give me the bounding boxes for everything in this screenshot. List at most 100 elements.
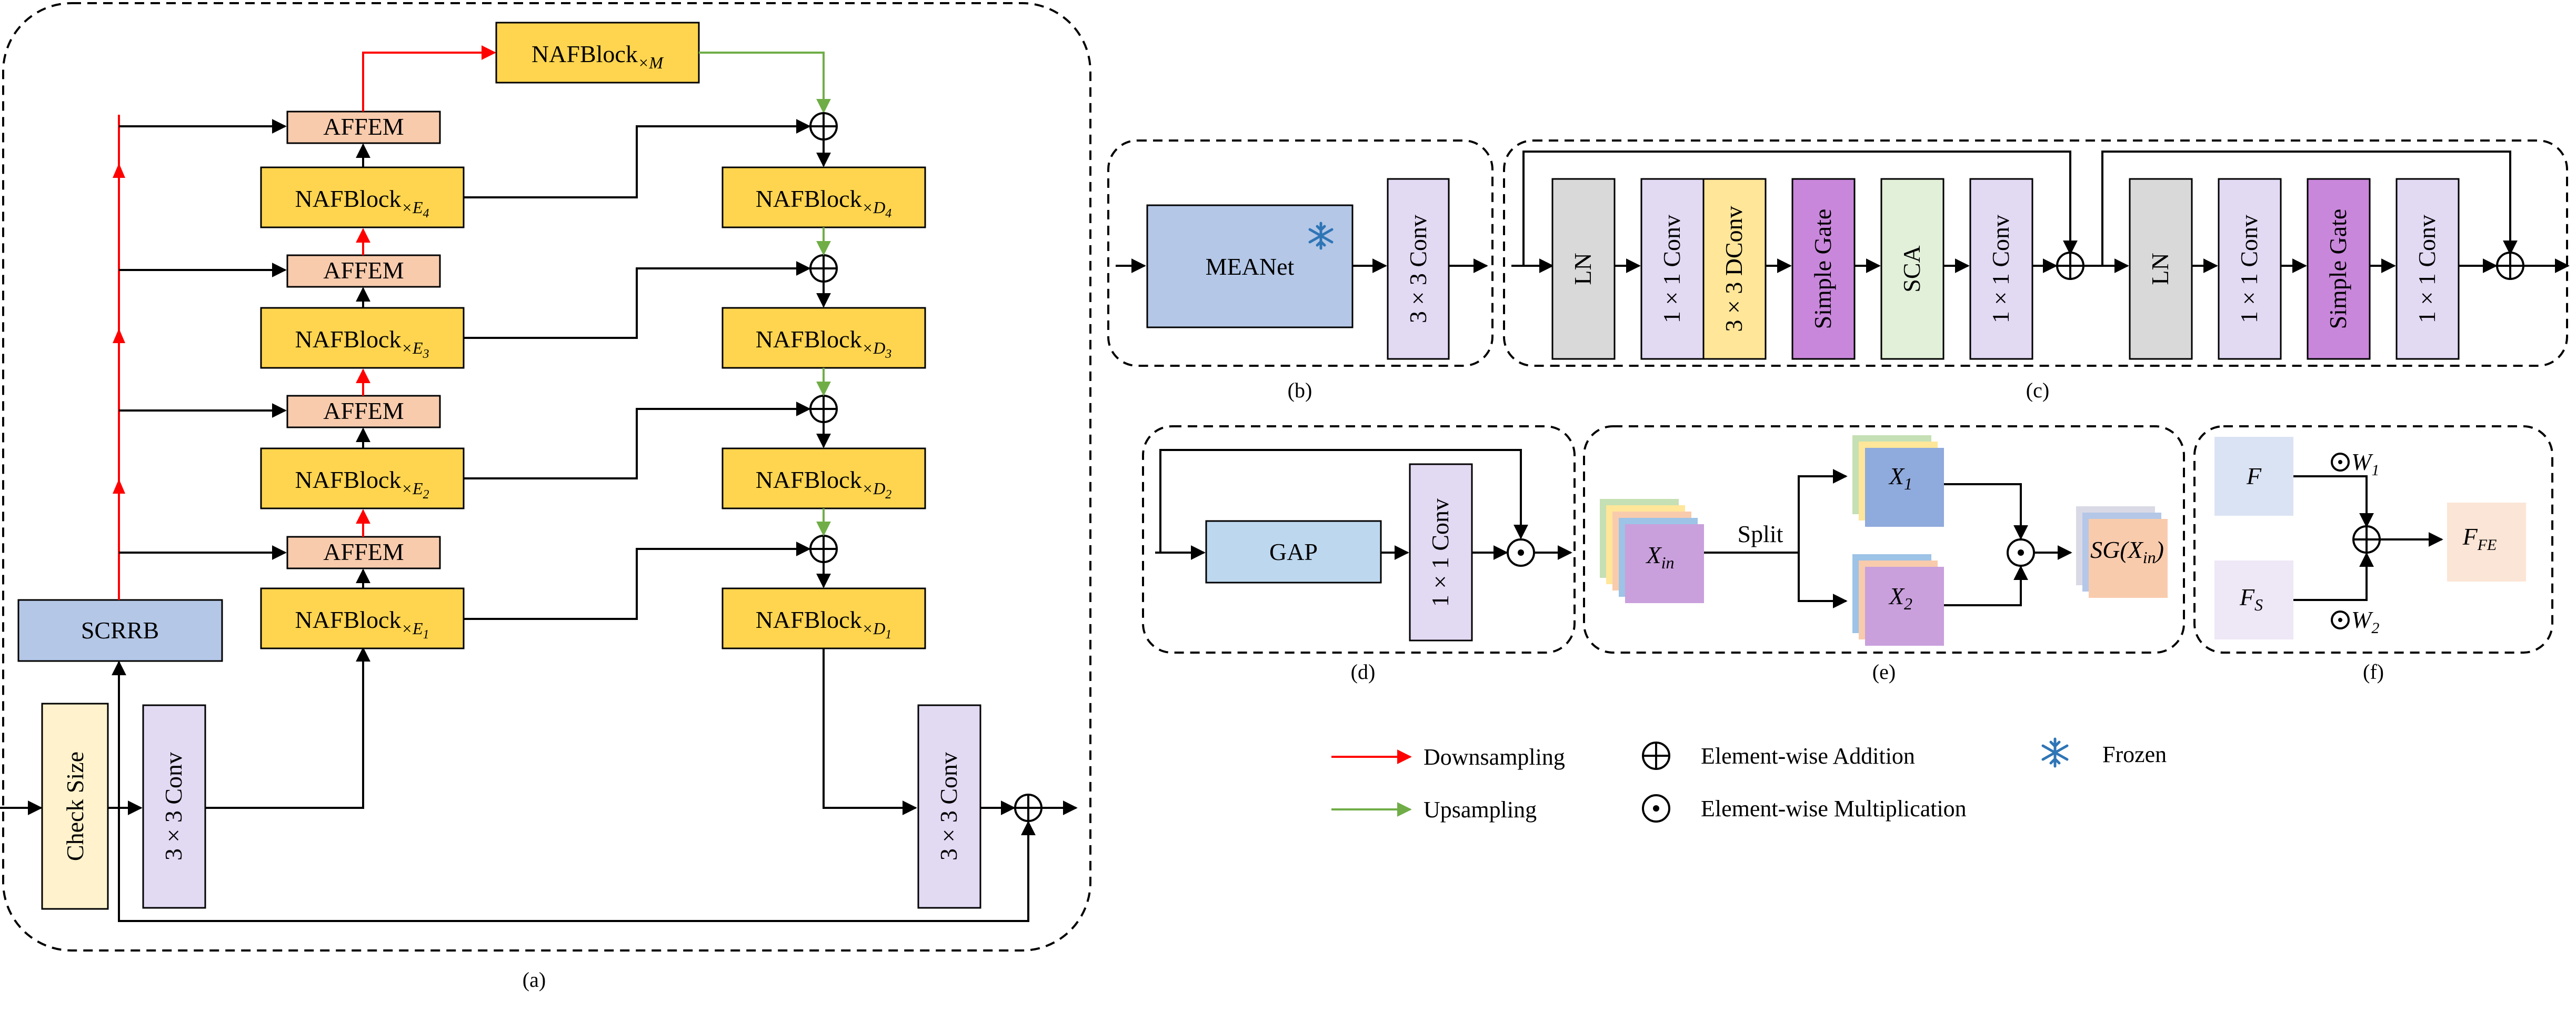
check-size-block xyxy=(41,703,109,910)
add-node-3 xyxy=(809,254,838,283)
c-conv1-2 xyxy=(1969,178,2033,360)
svg-text:NAFBlock×E4: NAFBlock×E4 xyxy=(295,185,429,221)
decoder-block-3: NAFBlock×D3 xyxy=(721,307,926,369)
down-arrow-2 xyxy=(113,328,125,343)
svg-text:NAFBlock×E3: NAFBlock×E3 xyxy=(295,326,429,361)
decoder-block-4: NAFBlock×D4 xyxy=(721,166,926,228)
f-fs-label: FS xyxy=(2239,584,2263,614)
svg-text:AFFEM: AFFEM xyxy=(323,397,404,424)
c-ln-1-label: LN xyxy=(1569,253,1596,285)
panel-a-border xyxy=(2,2,1091,952)
svg-text:NAFBlock×D2: NAFBlock×D2 xyxy=(756,466,892,502)
svg-text:NAFBlock×D3: NAFBlock×D3 xyxy=(756,326,892,361)
svg-text:NAFBlock×D4: NAFBlock×D4 xyxy=(756,185,892,221)
e-split-down xyxy=(1798,553,1848,608)
add-node-1 xyxy=(809,535,838,563)
d-mult-node xyxy=(1507,538,1535,567)
legend-add-label: Element-wise Addition xyxy=(1701,743,1915,769)
conv-in-block xyxy=(142,704,206,909)
e-sg-label: SG(Xin) xyxy=(2090,536,2164,567)
conv-out-label: 3 × 3 Conv xyxy=(935,752,962,860)
f-w2-mult-icon xyxy=(2331,610,2350,629)
f-w1-label: W1 xyxy=(2351,448,2379,479)
caption-c: (c) xyxy=(2026,378,2049,402)
c-ln-1 xyxy=(1551,178,1616,360)
f-w1-mult-icon xyxy=(2331,453,2350,472)
legend-add-icon xyxy=(1642,742,1670,770)
panel-d: GAP 1 × 1 Conv (d) xyxy=(1142,425,1576,684)
skip-enc3 xyxy=(464,261,811,339)
c-conv1-3-label: 1 × 1 Conv xyxy=(2236,215,2262,323)
skip-enc1 xyxy=(464,542,811,620)
e-x2-stack xyxy=(1852,554,1944,646)
affem-block-2: AFFEM xyxy=(286,395,441,428)
caption-a: (a) xyxy=(523,968,546,992)
panel-b: MEANet 3 × 3 Conv (b) xyxy=(1107,139,1494,402)
conv-in-label: 3 × 3 Conv xyxy=(160,752,187,860)
panel-c: LN 1 × 1 Conv 3 × 3 DConv Simple Gate SC… xyxy=(1503,139,2570,402)
legend: Downsampling Upsampling Element-wise Add… xyxy=(1331,737,2167,823)
affem4-down xyxy=(362,45,496,112)
d-gap-label: GAP xyxy=(1269,538,1318,565)
affem-block-4: AFFEM xyxy=(286,111,441,144)
svg-text:AFFEM: AFFEM xyxy=(323,113,404,140)
c-conv1-2-label: 1 × 1 Conv xyxy=(1987,215,2014,323)
affem-block-3: AFFEM xyxy=(286,254,441,288)
e-sg-stack xyxy=(2076,506,2168,598)
down-arrow-1 xyxy=(113,479,125,494)
decoder-block-1: NAFBlock×D1 xyxy=(721,587,926,649)
panel-f: F FS W1 W2 FFE (f) xyxy=(2193,425,2553,684)
conv-out-block xyxy=(917,704,981,909)
svg-text:NAFBlock×E2: NAFBlock×E2 xyxy=(295,466,429,502)
down-arrow-3 xyxy=(113,163,125,178)
c-conv1-1 xyxy=(1640,178,1705,360)
legend-frozen-label: Frozen xyxy=(2102,742,2167,767)
c-simplegate-1 xyxy=(1791,178,1856,360)
panel-b-conv-label: 3 × 3 Conv xyxy=(1405,215,1431,323)
svg-text:AFFEM: AFFEM xyxy=(323,257,404,284)
skip-enc4 xyxy=(464,119,811,198)
f-f-to-add xyxy=(2293,475,2374,528)
f-ffe-label: FFE xyxy=(2462,523,2497,554)
e-x1-to-mult xyxy=(1944,483,2028,540)
d-conv-label: 1 × 1 Conv xyxy=(1427,498,1454,607)
e-xin-stack xyxy=(1600,499,1704,603)
panel-f-border xyxy=(2193,425,2553,654)
c-dconv-label: 3 × 3 DConv xyxy=(1720,206,1747,332)
frozen-icon xyxy=(1308,222,1334,250)
c-sca-label: SCA xyxy=(1898,245,1925,292)
encoder-block-2: NAFBlock×E2 xyxy=(260,447,465,509)
affem-block-1: AFFEM xyxy=(286,536,441,569)
final-add-node xyxy=(1014,794,1043,822)
middle-up xyxy=(699,52,831,114)
c-residual-1 xyxy=(1522,151,2078,266)
c-conv1-4 xyxy=(2395,178,2460,360)
f-f-box xyxy=(2214,437,2293,516)
panel-a: Check Size 3 × 3 Conv SCRRB NAFBlock×E1 xyxy=(0,2,1091,992)
panel-b-conv-block xyxy=(1387,178,1450,360)
legend-down-label: Downsampling xyxy=(1424,744,1565,770)
middle-block: NAFBlock×M xyxy=(495,22,700,84)
svg-text:NAFBlock×M: NAFBlock×M xyxy=(532,41,665,72)
c-residual-2 xyxy=(2101,151,2518,266)
skip-enc2 xyxy=(464,402,811,479)
d-gap-block xyxy=(1205,520,1382,584)
caption-e: (e) xyxy=(1872,660,1896,684)
panel-e-border xyxy=(1583,425,2185,654)
c-ln-2-label: LN xyxy=(2147,253,2173,285)
panel-b-border xyxy=(1107,139,1494,367)
caption-b: (b) xyxy=(1288,378,1312,402)
scrrb-block xyxy=(17,599,223,662)
c-sca xyxy=(1880,178,1944,360)
legend-frozen-icon xyxy=(2041,737,2069,768)
c-simplegate-1-label: Simple Gate xyxy=(1809,209,1836,329)
c-ln-2 xyxy=(2129,178,2193,360)
e-x2-label: X2 xyxy=(1888,583,1912,613)
e-x1-label: X1 xyxy=(1888,463,1912,493)
e-mult-node xyxy=(2007,538,2035,567)
f-f-label: F xyxy=(2246,463,2262,489)
c-add-node-2 xyxy=(2496,252,2524,280)
c-dconv xyxy=(1702,178,1767,360)
caption-f: (f) xyxy=(2363,660,2384,684)
